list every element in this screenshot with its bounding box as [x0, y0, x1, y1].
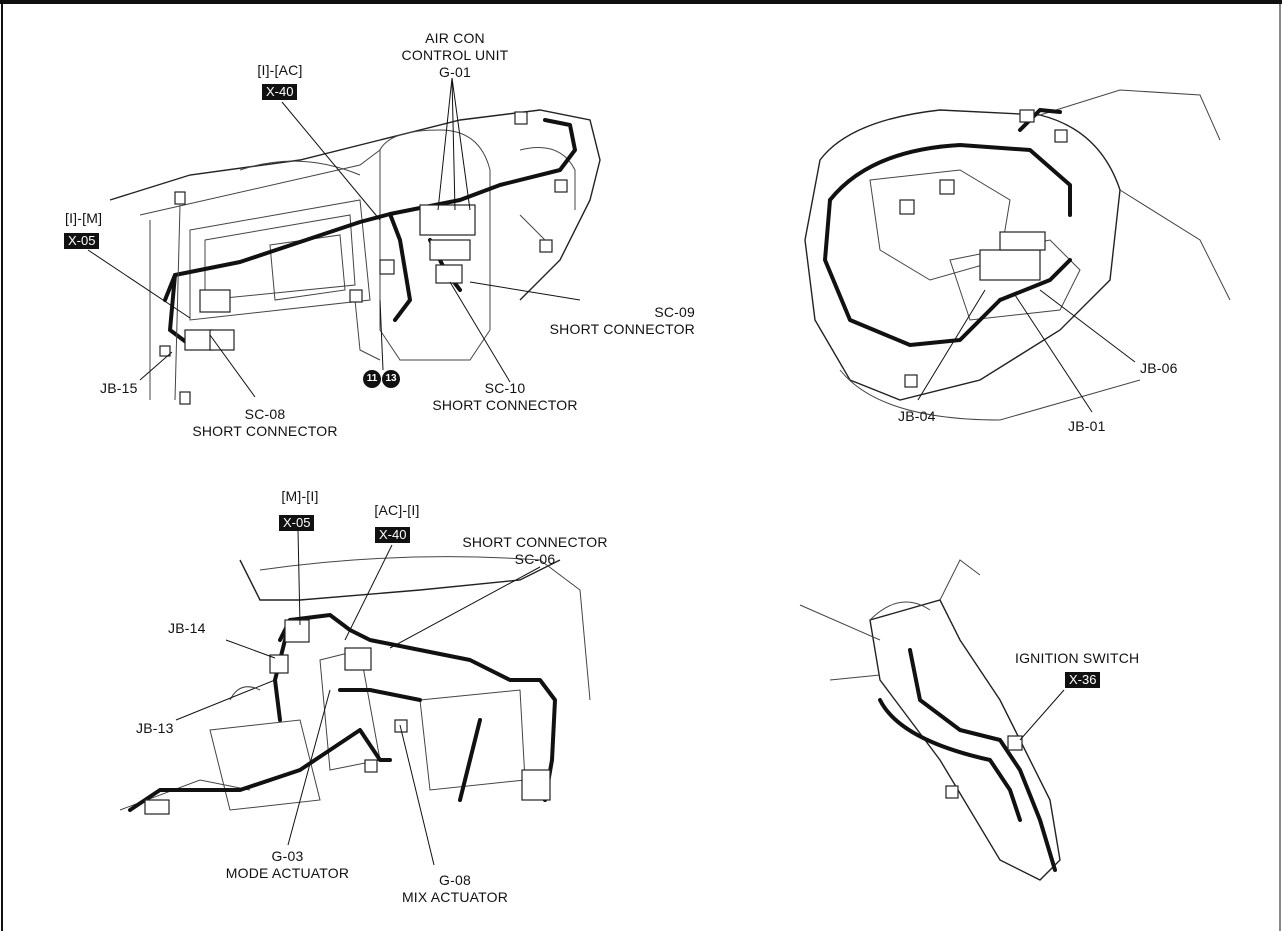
sc09-label: SC-09 SHORT CONNECTOR — [510, 304, 695, 338]
sc09-code: SC-09 — [654, 304, 695, 320]
g03-label: G-03 MODE ACTUATOR — [200, 848, 375, 882]
connector-reference-badges: 11 13 — [363, 370, 400, 388]
jb04-label: JB-04 — [898, 408, 936, 424]
g03-code: G-03 — [271, 848, 304, 864]
g03-name: MODE ACTUATOR — [225, 865, 350, 881]
jb06-label: JB-06 — [1140, 360, 1178, 376]
m-i-tag: X-05 — [279, 515, 315, 531]
ignition-switch-tag: X-36 — [1065, 672, 1101, 688]
i-m-tag: X-05 — [64, 233, 100, 249]
panel3-underdash-drawing — [119, 529, 591, 866]
jb13-label: JB-13 — [136, 720, 174, 736]
jb01-label: JB-01 — [1068, 418, 1106, 434]
i-ac-tag: X-40 — [262, 84, 298, 100]
panel4-steering-drawing — [799, 559, 1065, 881]
sc06-name: SHORT CONNECTOR — [462, 534, 608, 550]
sc09-name: SHORT CONNECTOR — [549, 321, 695, 337]
i-ac-label: [I]-[AC] — [257, 62, 303, 78]
sc10-name: SHORT CONNECTOR — [432, 397, 578, 413]
g08-code: G-08 — [439, 872, 471, 888]
sc10-label: SC-10 SHORT CONNECTOR — [410, 380, 600, 414]
g08-label: G-08 MIX ACTUATOR — [375, 872, 535, 906]
g08-name: MIX ACTUATOR — [401, 889, 509, 905]
sc08-code: SC-08 — [244, 406, 286, 422]
sc06-code: SC-06 — [514, 551, 556, 567]
air-con-unit-label: AIR CON CONTROL UNIT G-01 — [400, 30, 510, 81]
air-con-code: G-01 — [439, 64, 471, 80]
jb15-label: JB-15 — [100, 380, 138, 396]
connector-ref-13: 13 — [382, 370, 400, 388]
sc08-label: SC-08 SHORT CONNECTOR — [170, 406, 360, 440]
air-con-line2: CONTROL UNIT — [401, 47, 509, 63]
air-con-line1: AIR CON — [425, 30, 485, 46]
top-border — [0, 0, 1282, 4]
panel1-dashboard-drawing — [87, 77, 601, 405]
ac-i-label: [AC]-[I] — [374, 502, 420, 518]
i-m-label: [I]-[M] — [65, 210, 103, 226]
jb14-label: JB-14 — [168, 620, 206, 636]
sc06-label: SHORT CONNECTOR SC-06 — [440, 534, 630, 568]
sc10-code: SC-10 — [484, 380, 526, 396]
panel2-engine-drawing — [804, 89, 1231, 421]
ignition-switch-label: IGNITION SWITCH — [1015, 650, 1140, 666]
connector-ref-11: 11 — [363, 370, 381, 388]
ac-i-tag: X-40 — [375, 527, 411, 543]
m-i-label: [M]-[I] — [281, 488, 319, 504]
sc08-name: SHORT CONNECTOR — [192, 423, 338, 439]
